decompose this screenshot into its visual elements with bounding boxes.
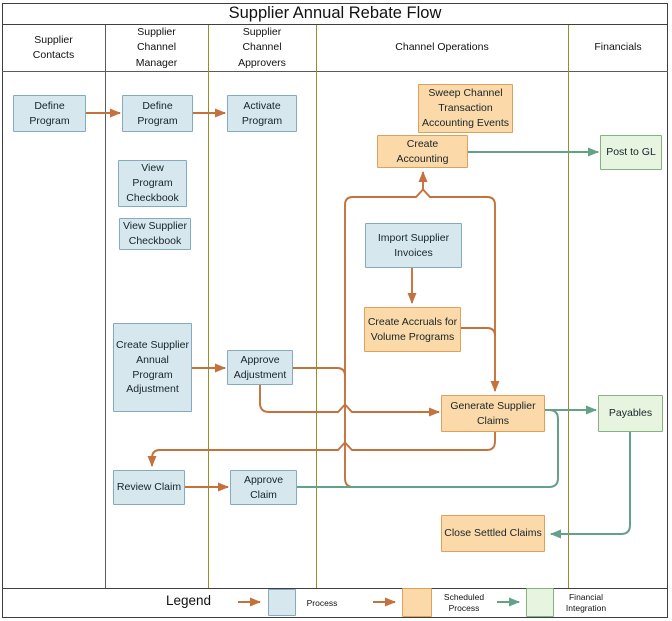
node-generate-claims: Generate Supplier Claims <box>441 395 545 432</box>
legend-scheduled-label: Scheduled Process <box>443 592 485 613</box>
node-import-invoices: Import Supplier Invoices <box>365 223 462 268</box>
lane-divider-4 <box>568 25 570 588</box>
lane-header-channel-operations: Channel Operations <box>395 41 489 54</box>
node-post-to-gl: Post to GL <box>600 135 662 170</box>
node-approve-claim: Approve Claim <box>230 470 297 505</box>
legend-process-label: Process <box>306 598 338 608</box>
node-create-adjustment: Create Supplier Annual Program Adjustmen… <box>113 323 192 412</box>
lane-header-supplier-contacts: Supplier Contacts <box>32 33 75 61</box>
legend <box>2 588 668 618</box>
node-close-claims: Close Settled Claims <box>441 515 545 552</box>
legend-financial-label: Financial Integration <box>565 592 607 613</box>
node-create-accruals: Create Accruals for Volume Programs <box>364 307 461 352</box>
legend-financial-swatch <box>526 588 554 617</box>
lane-header-row: Supplier Contacts Supplier Channel Manag… <box>2 25 668 72</box>
diagram-title: Supplier Annual Rebate Flow <box>2 3 668 25</box>
node-sweep-channel: Sweep Channel Transaction Accounting Eve… <box>418 84 513 133</box>
node-review-claim: Review Claim <box>113 470 185 505</box>
lane-header-supplier-channel-approvers: Supplier Channel Approvers <box>238 26 286 69</box>
lane-divider-2 <box>208 25 210 588</box>
legend-process-swatch <box>268 589 296 616</box>
node-define-program-manager: Define Program <box>122 95 193 132</box>
legend-title: Legend <box>166 593 212 608</box>
node-view-supplier-checkbook: View Supplier Checkbook <box>119 218 191 250</box>
node-create-accounting: Create Accounting <box>377 135 468 168</box>
node-approve-adjustment: Approve Adjustment <box>227 350 293 385</box>
legend-scheduled-swatch <box>402 588 432 617</box>
node-define-program-contact: Define Program <box>13 95 86 132</box>
lane-divider-1 <box>105 25 107 588</box>
node-payables: Payables <box>598 395 663 432</box>
lane-divider-3 <box>316 25 318 588</box>
lane-header-supplier-channel-manager: Supplier Channel Manager <box>135 26 178 69</box>
lane-header-financials: Financials <box>594 41 642 54</box>
node-view-program-checkbook: View Program Checkbook <box>118 160 187 207</box>
node-activate-program: Activate Program <box>227 95 297 132</box>
